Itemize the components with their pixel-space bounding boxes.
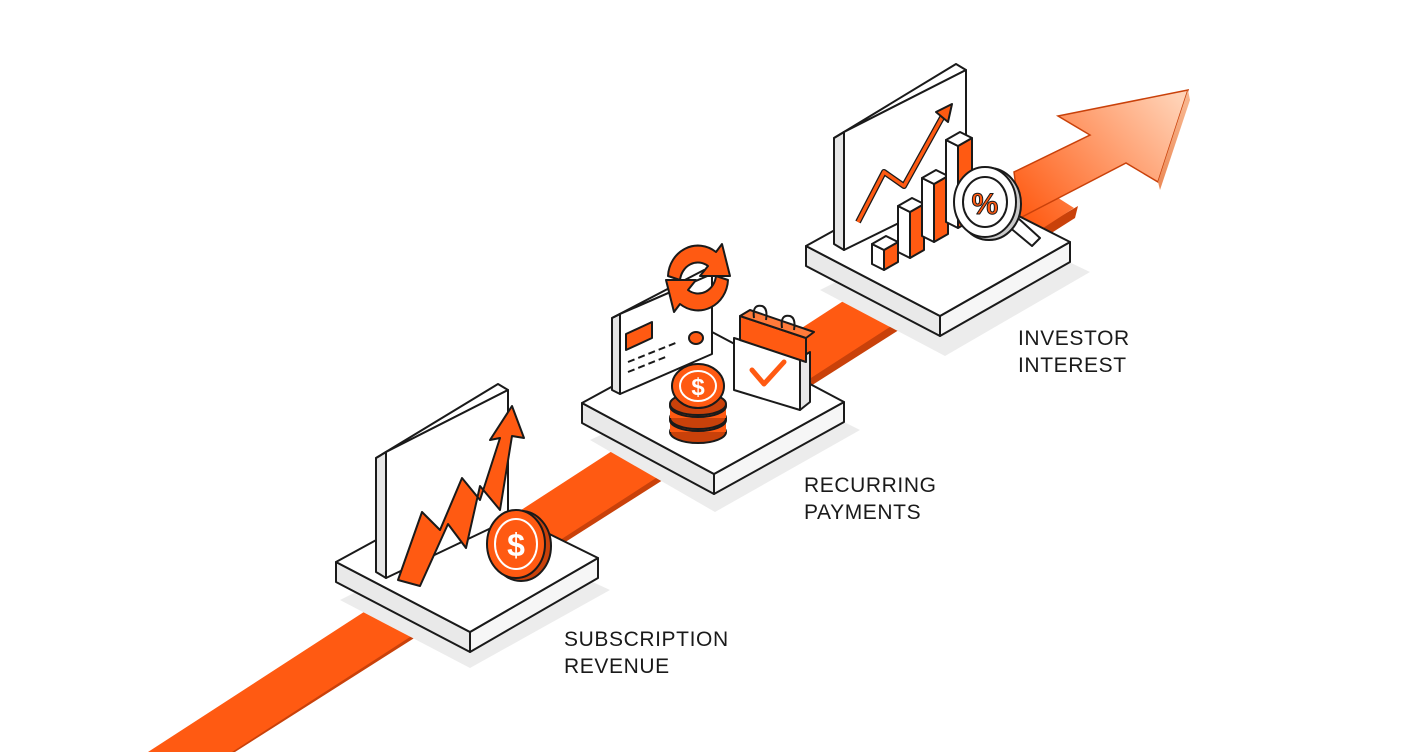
label-line-2: PAYMENTS: [804, 501, 922, 524]
step-recurring-payments: $: [581, 243, 860, 512]
step-investor-interest: %: [805, 63, 1090, 356]
coin-stack-icon: $: [669, 363, 727, 444]
label-subscription-revenue: SUBSCRIPTION REVENUE: [564, 626, 729, 680]
svg-text:$: $: [691, 374, 705, 401]
svg-text:%: %: [972, 188, 999, 221]
calendar-check-icon: [733, 304, 815, 411]
dollar-coin-icon: $: [486, 509, 552, 582]
percent-magnifier-icon: %: [953, 166, 1041, 247]
arrow-head: [1013, 89, 1190, 220]
label-line-1: INVESTOR: [1018, 327, 1130, 350]
label-line-2: INTEREST: [1018, 354, 1127, 377]
label-recurring-payments: RECURRING PAYMENTS: [804, 472, 937, 526]
rising-arrow-icon: [397, 405, 525, 587]
label-line-2: REVENUE: [564, 655, 670, 678]
step-subscription-revenue: $: [335, 383, 610, 668]
svg-text:$: $: [507, 527, 525, 563]
label-line-1: SUBSCRIPTION: [564, 628, 729, 651]
refresh-arrows-icon: [665, 243, 731, 313]
label-line-1: RECURRING: [804, 474, 937, 497]
label-investor-interest: INVESTOR INTEREST: [1018, 325, 1130, 379]
